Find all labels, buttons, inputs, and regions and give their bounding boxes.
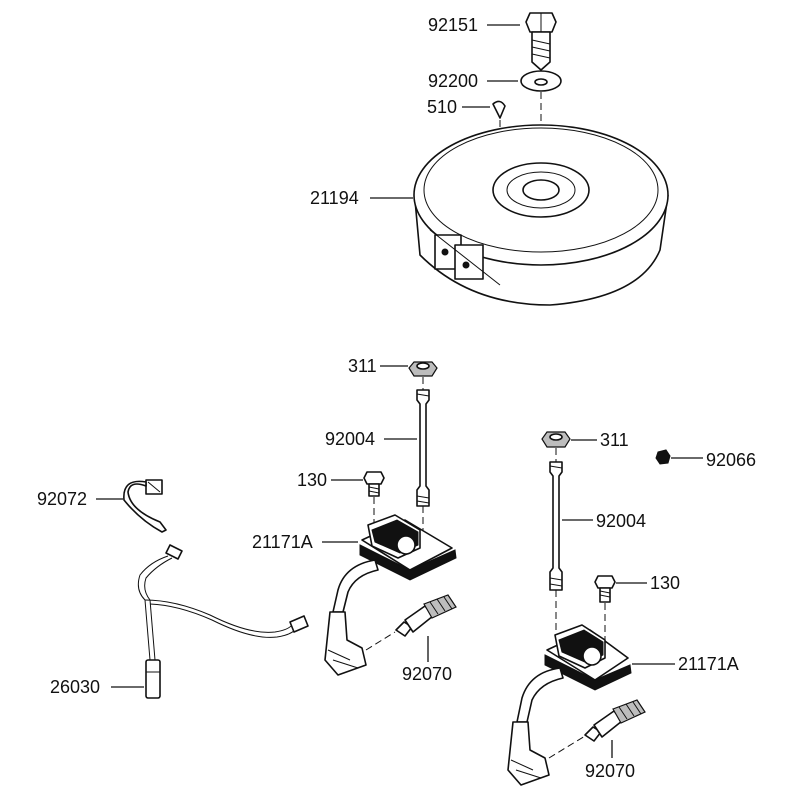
plug-cap-right [507, 721, 550, 786]
key-510 [492, 100, 506, 119]
flywheel-21194 [413, 124, 669, 306]
label-21171A-left: 21171A [252, 532, 313, 552]
small-nut-92066 [655, 449, 671, 465]
label-21171A-right: 21171A [678, 654, 739, 674]
label-92200: 92200 [428, 71, 478, 91]
label-311-left: 311 [348, 356, 377, 376]
harness-26030 [137, 544, 309, 699]
label-311-right: 311 [600, 430, 629, 450]
stud-92004-left [416, 389, 430, 507]
label-92151: 92151 [428, 15, 478, 35]
bolt-130-left [363, 471, 385, 497]
label-92004-left: 92004 [325, 429, 375, 449]
terminal-92072 [123, 479, 167, 533]
label-130-right: 130 [650, 573, 680, 593]
stud-92004-right [549, 461, 563, 591]
bolt-130-right [594, 575, 616, 603]
coil-21171A-right [516, 624, 632, 723]
label-26030: 26030 [50, 677, 100, 697]
label-92072: 92072 [37, 489, 87, 509]
nut-311-right [541, 431, 571, 448]
plug-cap-left [324, 611, 367, 676]
bolt-92151 [525, 12, 557, 71]
spark-plug-92070-right [584, 699, 646, 742]
label-130-left: 130 [297, 470, 327, 490]
label-510: 510 [427, 97, 457, 117]
coil-21171A-left [332, 514, 457, 613]
washer-92200 [520, 70, 562, 92]
label-92070-right: 92070 [585, 761, 635, 781]
label-92004-right: 92004 [596, 511, 646, 531]
label-21194: 21194 [310, 188, 359, 208]
label-92066: 92066 [706, 450, 756, 470]
label-92070-left: 92070 [402, 664, 452, 684]
axis-left-plug [365, 631, 396, 651]
spark-plug-92070-left [395, 594, 457, 637]
nut-311-left [408, 361, 438, 377]
axis-right-plug [548, 735, 586, 759]
